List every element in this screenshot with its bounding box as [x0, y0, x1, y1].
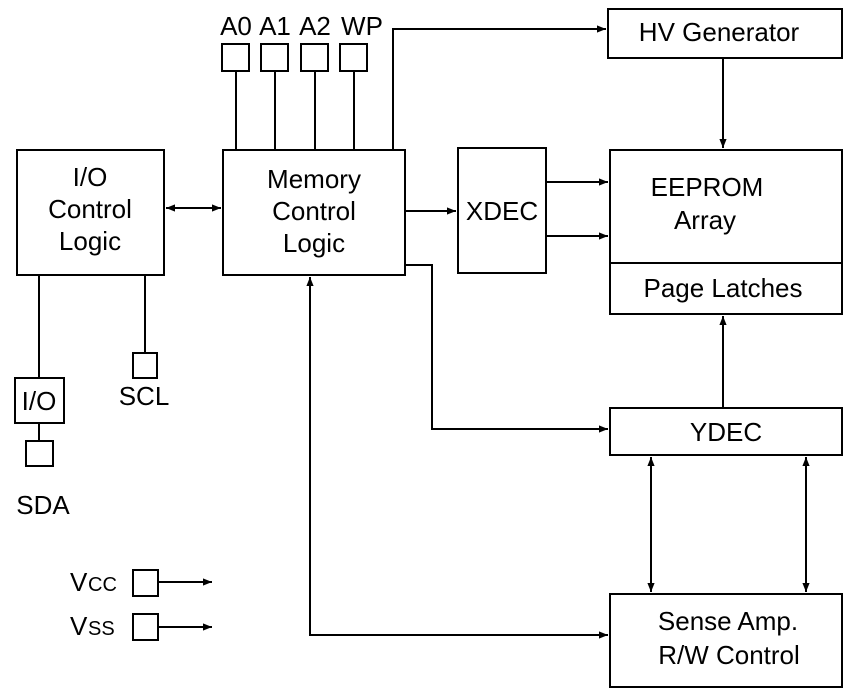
pin-a2-label: A2	[299, 11, 331, 41]
pin-wp-label: WP	[341, 11, 383, 41]
memory-control-logic-block: Memory Control Logic	[222, 149, 406, 276]
hv-generator-label: HV Generator	[639, 17, 800, 47]
ydec-label: YDEC	[690, 417, 762, 447]
pin-a1-label: A1	[259, 11, 291, 41]
pin-vcc-label-main: V	[70, 567, 88, 597]
ydec-block: YDEC	[609, 407, 843, 456]
page-latches-label: Page Latches	[643, 273, 802, 303]
pin-sda-label: SDA	[16, 490, 70, 520]
memory-control-label-1: Memory	[267, 164, 361, 194]
pin-vss-label-sub: SS	[88, 618, 115, 640]
eeprom-label-2: Array	[674, 205, 736, 235]
memory-to-hv-generator-arrow	[392, 25, 606, 150]
pin-vcc: V CC	[70, 567, 212, 597]
eeprom-label-1: EEPROM	[651, 172, 764, 202]
xdec-label: XDEC	[466, 196, 538, 226]
memory-control-label-2: Control	[272, 196, 356, 226]
hv-generator-block: HV Generator	[607, 8, 843, 59]
pin-a2: A2	[299, 11, 331, 150]
pin-scl: SCL	[119, 275, 170, 411]
pin-vss-label-main: V	[70, 611, 88, 641]
memory-control-label-3: Logic	[283, 228, 345, 258]
io-control-logic-block: I/O Control Logic	[16, 149, 165, 276]
pin-sda: SDA	[16, 275, 70, 520]
pin-a0: A0	[220, 11, 252, 150]
pin-vss: V SS	[70, 611, 212, 641]
pin-a1: A1	[259, 11, 291, 150]
io-control-label-3: Logic	[59, 226, 121, 256]
xdec-block: XDEC	[457, 147, 547, 274]
pin-vcc-label-sub: CC	[88, 574, 117, 596]
io-control-label-2: Control	[48, 194, 132, 224]
pin-wp: WP	[339, 11, 383, 150]
io-buffer-label: I/O	[22, 386, 57, 416]
pin-scl-label: SCL	[119, 381, 170, 411]
memory-sense-amp-bidir-arrow	[306, 277, 608, 639]
sense-amp-label-1: Sense Amp.	[658, 606, 798, 636]
sense-amp-label-2: R/W Control	[658, 640, 800, 670]
io-control-label-1: I/O	[73, 162, 108, 192]
sense-amp-block: Sense Amp. R/W Control	[609, 593, 843, 688]
memory-to-ydec-arrow	[405, 264, 608, 433]
eeprom-array-block: EEPROM Array Page Latches	[609, 149, 843, 315]
io-buffer-block: I/O	[14, 377, 65, 424]
pin-a0-label: A0	[220, 11, 252, 41]
